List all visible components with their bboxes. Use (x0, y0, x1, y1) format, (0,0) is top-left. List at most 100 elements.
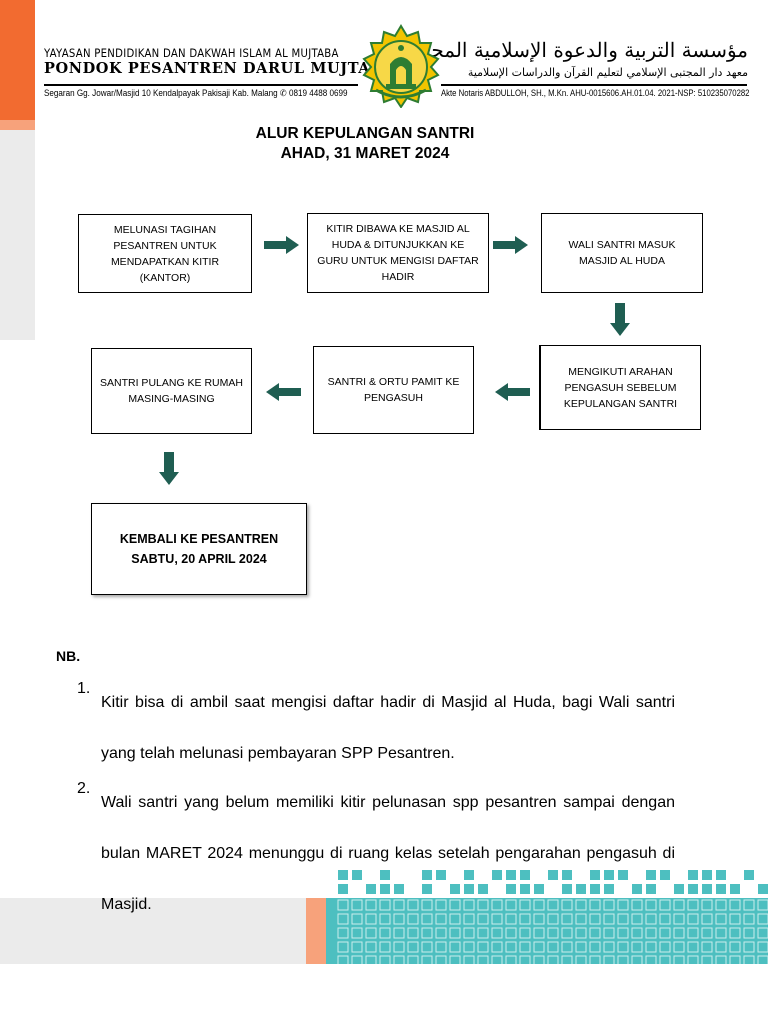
pixel-tile (394, 884, 404, 894)
pixel-grid-cell (463, 899, 475, 911)
pixel-grid-cell (631, 941, 643, 953)
pixel-grid-cell (505, 941, 517, 953)
pixel-tile (338, 870, 348, 880)
pixel-grid-cell (729, 899, 741, 911)
pixel-grid-cell (729, 913, 741, 925)
flow-final-step: KEMBALI KE PESANTREN SABTU, 20 APRIL 202… (91, 503, 307, 595)
pixel-grid-cell (449, 927, 461, 939)
pixel-grid-cell (561, 927, 573, 939)
pixel-tile (646, 870, 656, 880)
flow-step-4-text: MENGIKUTI ARAHAN PENGASUH SEBELUM KEPULA… (563, 365, 678, 410)
pixel-tile (380, 870, 390, 880)
pixel-grid-cell (491, 927, 503, 939)
pixel-grid-cell (673, 955, 685, 964)
left-gray-stripe (0, 130, 35, 340)
note-1-number: 1. (77, 680, 91, 697)
pixel-grid-cell (351, 899, 363, 911)
pixel-grid-cell (379, 927, 391, 939)
pixel-tile (422, 870, 432, 880)
pixel-grid-cell (505, 913, 517, 925)
pixel-grid-cell (407, 955, 419, 964)
pixel-grid-cell (519, 899, 531, 911)
pixel-grid-cell (687, 955, 699, 964)
pixel-grid-cell (673, 927, 685, 939)
pixel-grid-cell (631, 899, 643, 911)
note-2-number: 2. (77, 780, 91, 797)
flow-step-6: SANTRI PULANG KE RUMAH MASING-MASING (91, 348, 252, 434)
pixel-tile (520, 884, 530, 894)
pixel-tile (716, 884, 726, 894)
pixel-tile (506, 870, 516, 880)
title-line-1: ALUR KEPULANGAN SANTRI (255, 125, 475, 142)
pixel-grid-cell (701, 955, 713, 964)
flow-step-1: MELUNASI TAGIHAN PESANTREN UNTUK MENDAPA… (78, 214, 252, 293)
pixel-tile (604, 870, 614, 880)
pixel-grid-cell (575, 913, 587, 925)
pixel-grid-cell (463, 913, 475, 925)
arrow-right-icon (493, 236, 528, 254)
pixel-grid-cell (659, 927, 671, 939)
pixel-tile (534, 884, 544, 894)
pixel-grid-cell (505, 955, 517, 964)
pixel-grid-cell (533, 927, 545, 939)
pixel-grid-cell (673, 941, 685, 953)
pixel-grid-cell (421, 927, 433, 939)
pixel-grid-cell (365, 941, 377, 953)
pixel-grid-cell (659, 913, 671, 925)
pixel-grid-cell (407, 927, 419, 939)
pixel-grid-cell (701, 913, 713, 925)
pixel-grid-cell (729, 955, 741, 964)
school-logo (362, 24, 440, 108)
pixel-grid-cell (435, 941, 447, 953)
pixel-grid-cell (687, 899, 699, 911)
pixel-tile (590, 870, 600, 880)
pixel-grid-cell (505, 927, 517, 939)
pixel-tile (366, 884, 376, 894)
pixel-grid-cell (533, 913, 545, 925)
pixel-grid-cell (757, 927, 768, 939)
pixel-grid-cell (645, 927, 657, 939)
pixel-grid-cell (491, 913, 503, 925)
pixel-grid-cell (757, 955, 768, 964)
pixel-grid-cell (337, 955, 349, 964)
pixel-grid-cell (715, 913, 727, 925)
pixel-grid-cell (407, 941, 419, 953)
letterhead-left: YAYASAN PENDIDIKAN DAN DAKWAH ISLAM AL M… (44, 46, 394, 78)
arrow-down-icon (159, 452, 179, 485)
flow-step-1-text: MELUNASI TAGIHAN PESANTREN UNTUK MENDAPA… (110, 223, 220, 284)
pixel-grid-cell (519, 941, 531, 953)
pixel-grid-cell (533, 899, 545, 911)
pixel-grid-cell (365, 899, 377, 911)
school-address: Segaran Gg. Jowar/Masjid 10 Kendalpayak … (44, 88, 348, 98)
pixel-grid-cell (701, 927, 713, 939)
pixel-grid-cell (533, 941, 545, 953)
notary-line: Akte Notaris ABDULLOH, SH., M.Kn. AHU-00… (441, 88, 750, 98)
pixel-grid-cell (603, 927, 615, 939)
arrow-right-icon (264, 236, 299, 254)
pixel-tile (688, 870, 698, 880)
note-1-text: Kitir bisa di ambil saat mengisi daftar … (101, 694, 675, 762)
pixel-grid-cell (393, 955, 405, 964)
pixel-grid-cell (337, 941, 349, 953)
flow-step-4: MENGIKUTI ARAHAN PENGASUH SEBELUM KEPULA… (539, 345, 701, 430)
pixel-grid-cell (351, 955, 363, 964)
pixel-tile (702, 870, 712, 880)
pixel-grid-cell (589, 955, 601, 964)
pixel-tile (478, 884, 488, 894)
pixel-grid-cell (351, 927, 363, 939)
pixel-grid-cell (617, 955, 629, 964)
pixel-grid-cell (617, 913, 629, 925)
pixel-grid-cell (477, 927, 489, 939)
pixel-grid-cell (589, 941, 601, 953)
pixel-grid-cell (645, 955, 657, 964)
pixel-grid-cell (477, 941, 489, 953)
pixel-tile (618, 870, 628, 880)
arrow-left-icon (495, 383, 530, 401)
pixel-grid-cell (645, 941, 657, 953)
final-step-line-2: SABTU, 20 APRIL 2024 (131, 552, 267, 566)
pixel-tile (688, 884, 698, 894)
pixel-tile (464, 870, 474, 880)
arrow-down-icon (610, 303, 630, 336)
notes-heading: NB. (56, 648, 81, 664)
pixel-grid-cell (603, 913, 615, 925)
